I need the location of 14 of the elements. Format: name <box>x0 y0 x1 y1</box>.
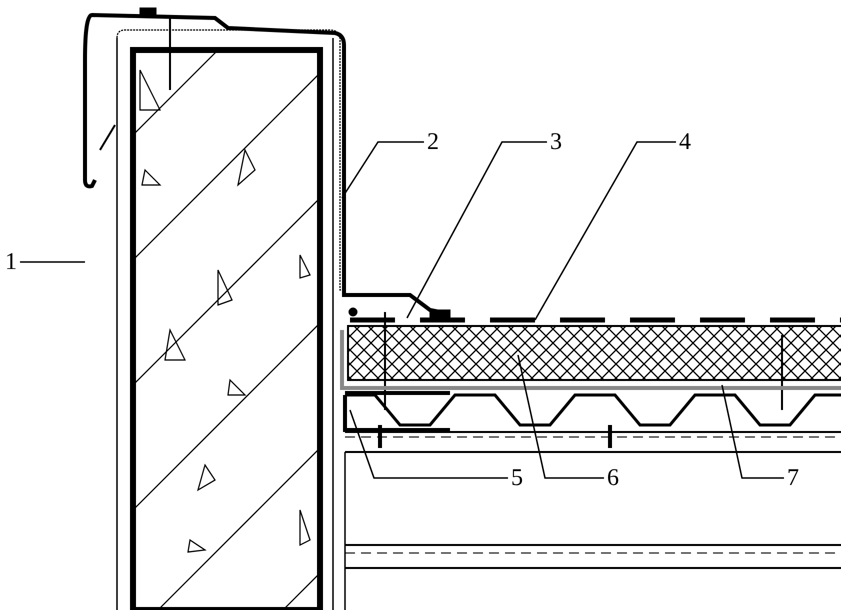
leader-line <box>534 141 676 320</box>
leader-line <box>341 141 424 198</box>
leader-line <box>20 261 85 263</box>
callout-number: 7 <box>784 464 802 492</box>
leader-line <box>517 354 604 479</box>
callout-number: 6 <box>604 464 622 492</box>
leader-line <box>349 410 508 479</box>
leader-line <box>406 141 547 318</box>
callout-number: 3 <box>547 128 565 156</box>
callout-number: 4 <box>676 128 694 156</box>
callout-number: 2 <box>424 128 442 156</box>
leader-line <box>721 384 784 479</box>
callout-number: 5 <box>508 464 526 492</box>
callout-number: 1 <box>2 248 20 276</box>
